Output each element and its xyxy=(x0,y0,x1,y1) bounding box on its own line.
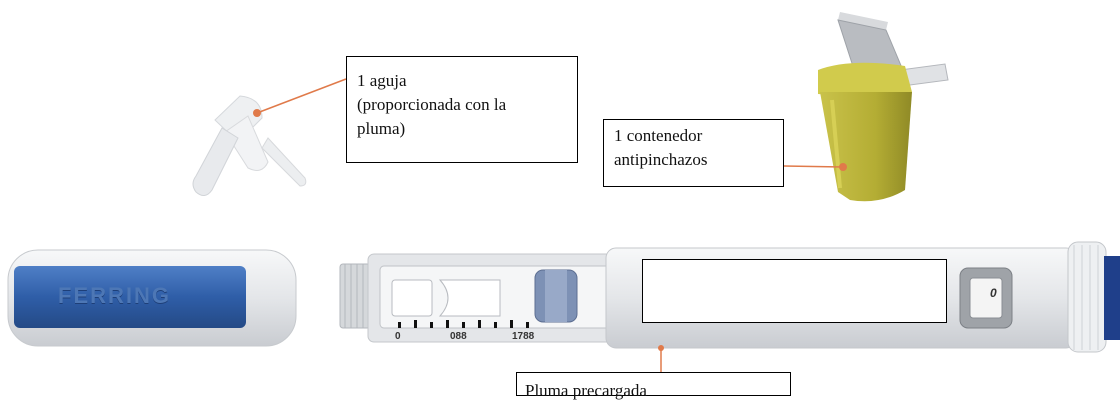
needle-callout-line xyxy=(256,78,347,114)
scale-mark-2: 1788 xyxy=(512,331,535,342)
dose-window-value: 0 xyxy=(990,286,997,300)
scale-mark-1: 088 xyxy=(450,331,467,342)
sharps-container-illustration xyxy=(818,12,949,202)
brand-logo-text: FERRING xyxy=(58,283,171,308)
pen-cap-illustration xyxy=(7,249,297,347)
container-label-text: 1 contenedor antipinchazos xyxy=(614,126,708,169)
pen-label-box: Pluma precargada xyxy=(516,372,791,400)
needle-illustration xyxy=(192,95,307,196)
pen-callout-dot xyxy=(658,345,664,351)
pen-label-text: Pluma precargada xyxy=(525,381,647,400)
needle-label-text: 1 aguja (proporcionada con la pluma) xyxy=(357,71,507,138)
needle-label-box: 1 aguja (proporcionada con la pluma) xyxy=(346,56,578,163)
container-label-box: 1 contenedor antipinchazos xyxy=(603,119,784,187)
pen-label-placeholder-box xyxy=(642,259,947,323)
container-callout-line xyxy=(783,165,844,168)
scale-mark-0: 0 xyxy=(395,331,401,342)
